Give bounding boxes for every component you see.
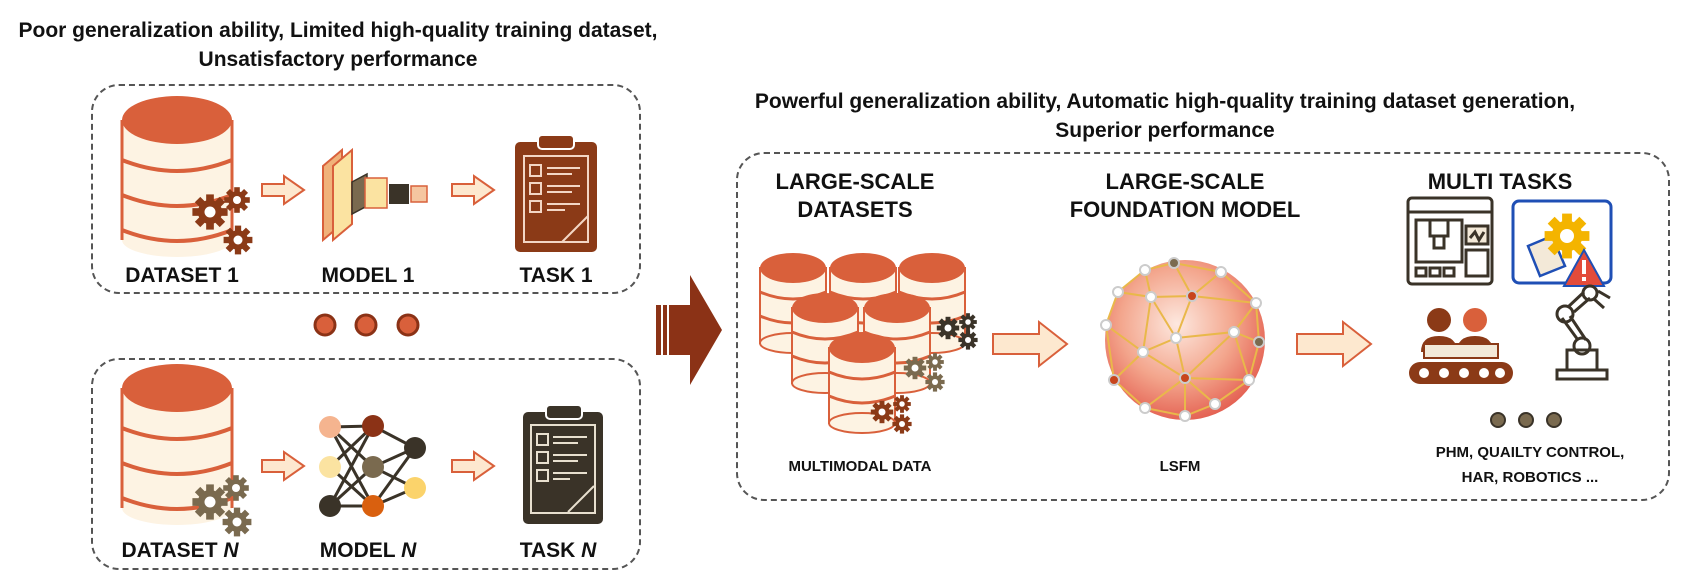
model-n-prefix: MODEL (319, 539, 402, 562)
tasks-title: MULTI TASKS (1427, 169, 1573, 194)
ellipsis-dots (313, 313, 420, 337)
arrow-dataset-to-model-1 (261, 175, 305, 205)
clipboard-icon (515, 134, 597, 252)
pipeline-n-box (91, 358, 641, 570)
database-icon (120, 94, 234, 259)
robot-arm-icon (1555, 284, 1611, 381)
task-n-label: TASK N (506, 539, 610, 563)
task-n-prefix: TASK (519, 539, 582, 562)
model-n-index: N (401, 539, 417, 562)
datasets-title: LARGE-SCALE DATASETS (755, 168, 955, 224)
datasets-title-line-2: DATASETS (797, 197, 913, 222)
left-heading-line-2: Unsatisfactory performance (198, 48, 478, 71)
workers-conveyor-icon (1409, 308, 1513, 384)
datasets-title-line-1: LARGE-SCALE (775, 169, 935, 194)
arrow-model-to-task-1 (451, 175, 495, 205)
arrow-model-to-task-n (451, 451, 495, 481)
globe-network-icon (1100, 257, 1265, 422)
model-n-label: MODEL N (306, 539, 430, 563)
factory-machine-icon (1406, 196, 1494, 286)
pipeline-1-box (91, 84, 641, 294)
right-heading: Powerful generalization ability, Automat… (680, 87, 1650, 145)
tasks-caption-line-1: PHM, QUAILTY CONTROL, (1435, 444, 1625, 461)
arrow-datasets-to-model (992, 321, 1068, 367)
ellipsis-dots (1490, 412, 1562, 428)
dataset-n-prefix: DATASET (121, 539, 224, 562)
tasks-caption: PHM, QUAILTY CONTROL, HAR, ROBOTICS ... (1420, 440, 1640, 490)
neural-network-icon (319, 415, 426, 517)
right-heading-line-1: Powerful generalization ability, Automat… (754, 90, 1576, 113)
cnn-icon (322, 147, 428, 243)
model-title-line-1: LARGE-SCALE (1105, 169, 1265, 194)
big-arrow (656, 275, 722, 385)
model-title: LARGE-SCALE FOUNDATION MODEL (1060, 168, 1310, 224)
database-cluster-icon (758, 251, 967, 435)
settings-warning-icon (1511, 199, 1613, 287)
clipboard-icon (523, 404, 603, 524)
arrow-dataset-to-model-n (261, 451, 305, 481)
model-caption: LSFM (1159, 458, 1201, 475)
dataset-n-index: N (223, 539, 239, 562)
dataset-n-label: DATASET N (105, 539, 255, 563)
model-title-line-2: FOUNDATION MODEL (1069, 197, 1301, 222)
right-heading-line-2: Superior performance (1055, 119, 1275, 142)
foundation-panel-box (736, 152, 1670, 501)
left-heading: Poor generalization ability, Limited hig… (10, 16, 666, 74)
model-1-label: MODEL 1 (321, 264, 415, 287)
tasks-caption-line-2: HAR, ROBOTICS ... (1461, 469, 1599, 486)
dataset-1-label: DATASET 1 (125, 264, 239, 287)
left-heading-line-1: Poor generalization ability, Limited hig… (18, 19, 658, 42)
task-1-label: TASK 1 (519, 264, 593, 287)
arrow-model-to-tasks (1296, 321, 1372, 367)
task-n-index: N (581, 539, 597, 562)
datasets-caption: MULTIMODAL DATA (788, 458, 932, 475)
